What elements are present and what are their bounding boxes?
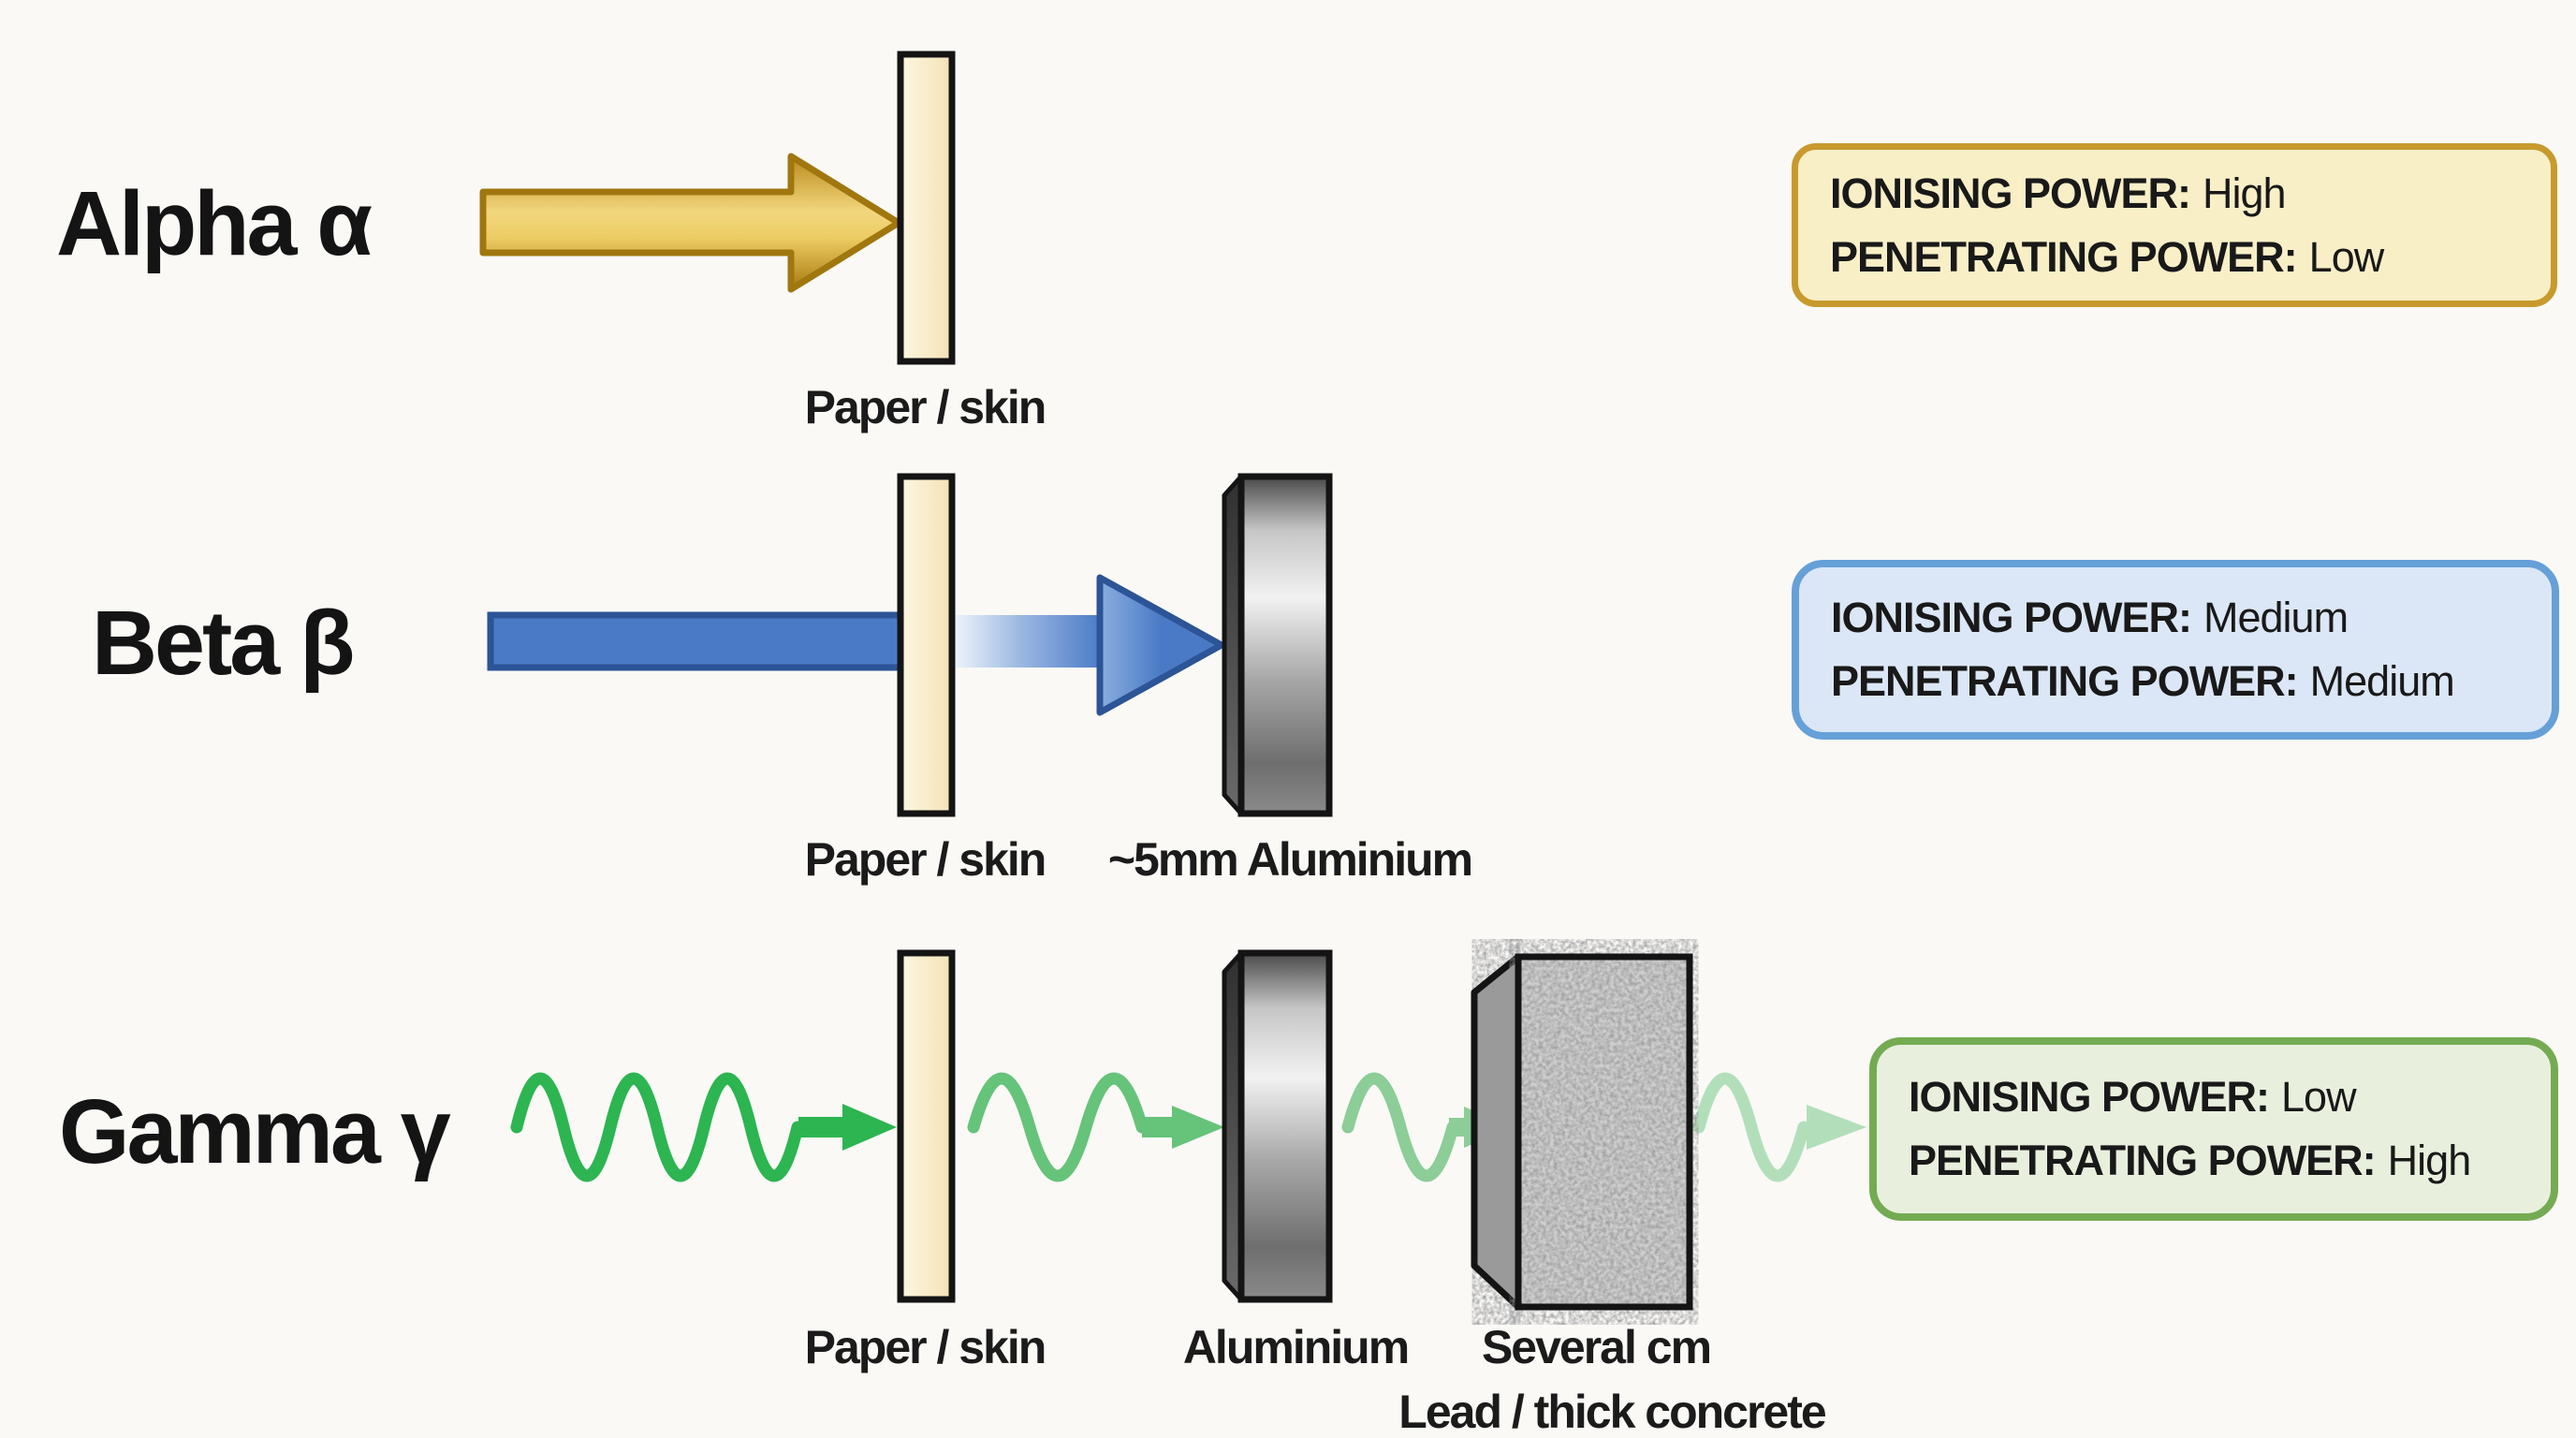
gamma-arrow-1-head xyxy=(842,1104,897,1151)
aluminium-plate-gamma xyxy=(1237,949,1333,1303)
alpha-block-arrow xyxy=(479,153,902,293)
concrete-block-face-outline xyxy=(1515,953,1693,1311)
concrete-block-side-texture xyxy=(1474,957,1518,1307)
alpha-paper-skin-caption: Paper / skin xyxy=(804,381,1047,433)
concrete-block-face-texture xyxy=(1518,957,1690,1307)
gamma-arrow-3-shaft xyxy=(1449,1118,1468,1137)
ionising-power-value: High xyxy=(2203,169,2287,217)
gamma-wave-segment-3 xyxy=(1341,1072,1459,1182)
gamma-arrow-2-head xyxy=(1172,1106,1224,1149)
beta-paper-skin-caption: Paper / skin xyxy=(804,833,1047,886)
gamma-penetrating-power-line: PENETRATING POWER:High xyxy=(1909,1137,2551,1185)
paper-skin-barrier-alpha xyxy=(897,51,956,365)
alpha-penetrating-power-line: PENETRATING POWER:Low xyxy=(1830,233,2551,282)
penetrating-power-value: Medium xyxy=(2309,657,2455,705)
penetrating-power-label: PENETRATING POWER: xyxy=(1909,1137,2377,1184)
alpha-ionising-power-line: IONISING POWER:High xyxy=(1830,169,2551,218)
gamma-arrow-1-shaft xyxy=(798,1117,845,1137)
paper-skin-barrier-beta xyxy=(897,473,956,817)
ionising-power-value: Low xyxy=(2281,1073,2357,1122)
gamma-lead-concrete-caption: Lead / thick concrete xyxy=(1398,1386,1826,1438)
ionising-power-label: IONISING POWER: xyxy=(1909,1073,2270,1122)
gamma-wave-segment-2 xyxy=(967,1072,1149,1182)
beta-arrow-head xyxy=(1096,574,1225,716)
gamma-arrow-2-shaft xyxy=(1142,1117,1176,1137)
gamma-several-cm-caption: Several cm xyxy=(1481,1321,1712,1373)
paper-skin-barrier-gamma xyxy=(897,949,956,1303)
ionising-power-label: IONISING POWER: xyxy=(1830,169,2191,217)
gamma-row-label: Gamma γ xyxy=(59,1080,451,1182)
alpha-row-label: Alpha α xyxy=(56,172,373,274)
beta-arrow-shaft xyxy=(487,611,944,671)
ionising-power-value: Medium xyxy=(2203,594,2349,642)
gamma-wave-segment-1 xyxy=(510,1072,804,1182)
beta-ionising-power-line: IONISING POWER:Medium xyxy=(1831,594,2552,642)
beta-info-box: IONISING POWER:Medium PENETRATING POWER:… xyxy=(1792,560,2559,740)
beta-arrow-shaft-fade xyxy=(950,615,1103,668)
ionising-power-label: IONISING POWER: xyxy=(1831,594,2192,642)
beta-row-label: Beta β xyxy=(92,592,355,694)
penetrating-power-label: PENETRATING POWER: xyxy=(1830,232,2298,281)
penetrating-power-value: High xyxy=(2387,1137,2472,1184)
gamma-info-box: IONISING POWER:Low PENETRATING POWER:Hig… xyxy=(1869,1037,2558,1221)
gamma-wave-segment-4 xyxy=(1692,1072,1810,1182)
penetrating-power-label: PENETRATING POWER: xyxy=(1831,657,2299,705)
gamma-ionising-power-line: IONISING POWER:Low xyxy=(1909,1073,2551,1122)
beta-aluminium-caption: ~5mm Aluminium xyxy=(1107,833,1473,886)
gamma-paper-skin-caption: Paper / skin xyxy=(804,1321,1047,1373)
penetrating-power-value: Low xyxy=(2308,232,2385,281)
gamma-arrow-4-head xyxy=(1807,1105,1866,1150)
aluminium-plate-beta xyxy=(1237,473,1333,817)
gamma-aluminium-caption: Aluminium xyxy=(1182,1321,1410,1373)
beta-penetrating-power-line: PENETRATING POWER:Medium xyxy=(1831,657,2552,706)
alpha-info-box: IONISING POWER:High PENETRATING POWER:Lo… xyxy=(1792,143,2557,307)
